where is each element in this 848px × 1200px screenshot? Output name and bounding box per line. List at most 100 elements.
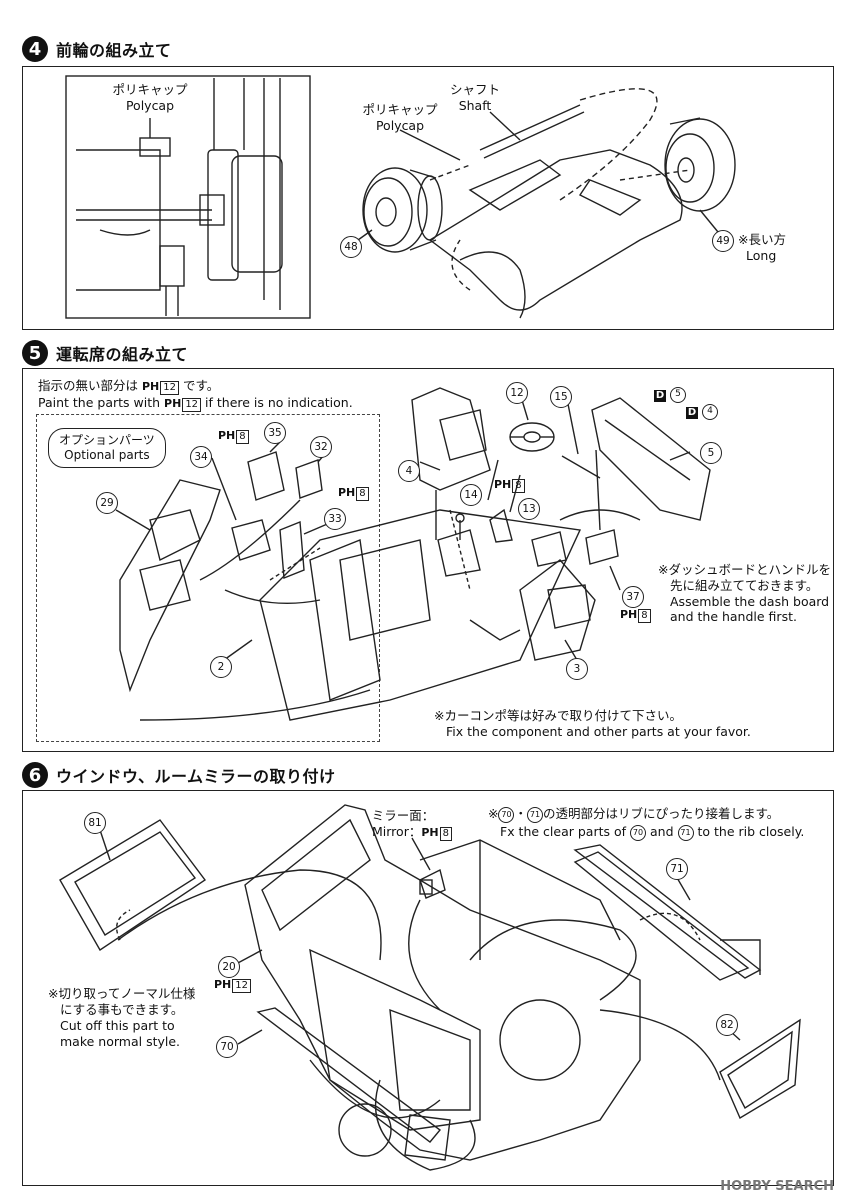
step5-part-29: 29 [96, 492, 118, 514]
step6-header: 6 ウインドウ、ルームミラーの取り付け [22, 762, 336, 788]
clear-note-en-71: 71 [677, 824, 694, 841]
step4-part-49: 49 [712, 230, 734, 252]
step6-part-70: 70 [216, 1036, 238, 1058]
clear-note-en-a: Fx the clear parts of [500, 824, 627, 839]
step5-d4-label: D 4 [686, 403, 718, 420]
step4-title: 前輪の組み立て [56, 41, 172, 60]
step6-20-ph12: 12 [232, 979, 252, 993]
step5-d4-mark: D [686, 407, 698, 419]
optional-parts-en: Optional parts [64, 448, 150, 462]
step5-part-12: 12 [506, 382, 528, 404]
clear-note-en-70: 70 [630, 824, 647, 841]
clear-note-jp-71: 71 [527, 806, 543, 823]
step5-ph12-jp: 12 [160, 381, 180, 395]
step4-shaft-en: Shaft [458, 98, 492, 113]
step4-inset-polycap-en: Polycap [125, 98, 175, 113]
step5-part-32: 32 [310, 436, 332, 458]
step4-polycap-jp: ポリキャップ [362, 102, 438, 117]
step5-part-4: 4 [398, 460, 420, 482]
mirror-ph: PH [421, 826, 439, 839]
step5-part-33: 33 [324, 508, 346, 530]
mirror-ph8: 8 [439, 827, 452, 841]
clear-note-en-e: to the rib closely. [697, 824, 805, 839]
step4-polycap-en: Polycap [375, 118, 425, 133]
step5-32-ph8: 8 [356, 487, 369, 501]
cut-note-en2: make normal style. [60, 1034, 181, 1049]
step6-part-81: 81 [84, 812, 106, 834]
clear-note-en: Fx the clear parts of 70 and 71 to the r… [500, 824, 804, 841]
step5-32-ph: PH [338, 486, 356, 499]
step5-d5-label: D 5 [654, 386, 686, 403]
cut-note-en1: Cut off this part to [60, 1018, 175, 1033]
combo-note-en: Fix the component and other parts at you… [446, 724, 751, 739]
step4-shaft-jp: シャフト [449, 82, 500, 97]
step6-frame [22, 790, 834, 1186]
step4-inset-polycap-jp: ポリキャップ [112, 82, 188, 97]
step5-34-ph8: 8 [236, 430, 249, 444]
step5-ph12-en: 12 [182, 398, 202, 412]
step5-37-ph: PH [620, 608, 638, 621]
step5-14-ph: PH [494, 478, 512, 491]
step5-part-34: 34 [190, 446, 212, 468]
dash-note-en1: Assemble the dash board [670, 594, 830, 609]
step5-part-5: 5 [700, 442, 722, 464]
step5-part-35: 35 [264, 422, 286, 444]
clear-note-jp-e: の透明部分はリブにぴったり接着します。 [543, 806, 780, 821]
step5-title: 運転席の組み立て [56, 345, 189, 364]
step5-part-37: 37 [622, 586, 644, 608]
step5-header: 5 運転席の組み立て [22, 340, 188, 366]
step5-part-15: 15 [550, 386, 572, 408]
step4-frame [22, 66, 834, 330]
step6-part-20: 20 [218, 956, 240, 978]
step5-paint-note-jp-a: 指示の無い部分は [38, 378, 139, 393]
step6-part-71: 71 [666, 858, 688, 880]
step5-34-ph: PH [218, 429, 236, 442]
optional-parts-area [36, 414, 380, 742]
combo-note-jp: ※カーコンポ等は好みで取り付けて下さい。 [434, 708, 682, 723]
step6-part-82: 82 [716, 1014, 738, 1036]
cut-note-jp2: にする事もできます。 [60, 1002, 184, 1017]
clear-note-en-c: and [650, 824, 674, 839]
step6-title: ウインドウ、ルームミラーの取り付け [56, 767, 336, 786]
step4-inset-frame [65, 75, 311, 319]
step6-20-ph: PH [214, 978, 232, 991]
clear-note-jp-70: 70 [498, 806, 515, 823]
step5-part-2: 2 [210, 656, 232, 678]
step6-number: 6 [22, 762, 48, 788]
dash-note-en2: and the handle first. [670, 609, 797, 624]
step5-d4-num: 4 [701, 403, 718, 420]
dash-note-jp2: 先に組み立てておきます。 [670, 578, 819, 593]
step5-ph-label-en: PH [164, 397, 182, 410]
cut-note-jp1: ※切り取ってノーマル仕様 [48, 986, 196, 1001]
dash-note-jp1: ※ダッシュボードとハンドルを [658, 562, 831, 577]
step5-paint-note-jp-b: です。 [183, 378, 220, 393]
optional-parts-jp: オプションパーツ [59, 433, 155, 447]
optional-parts-badge: オプションパーツ Optional parts [48, 428, 166, 468]
clear-note-jp-a: ※ [488, 806, 499, 821]
clear-note-jp-c: ・ [514, 806, 527, 821]
step4-part-48: 48 [340, 236, 362, 258]
step5-d5-num: 5 [669, 386, 686, 403]
step5-37-ph8: 8 [638, 609, 651, 623]
step4-long-en: Long [746, 248, 777, 263]
step5-part-14: 14 [460, 484, 482, 506]
step4-long-jp: ※長い方 [738, 232, 786, 247]
step5-paint-note-en-a: Paint the parts with [38, 395, 161, 410]
step5-paint-note-en-b: if there is no indication. [205, 395, 353, 410]
step5-ph-label-jp: PH [142, 380, 160, 393]
step4-number: 4 [22, 36, 48, 62]
step4-header: 4 前輪の組み立て [22, 36, 172, 62]
step5-14-ph8: 8 [512, 479, 525, 493]
watermark: HOBBY SEARCH [720, 1179, 834, 1194]
mirror-jp: ミラー面： [371, 808, 435, 823]
